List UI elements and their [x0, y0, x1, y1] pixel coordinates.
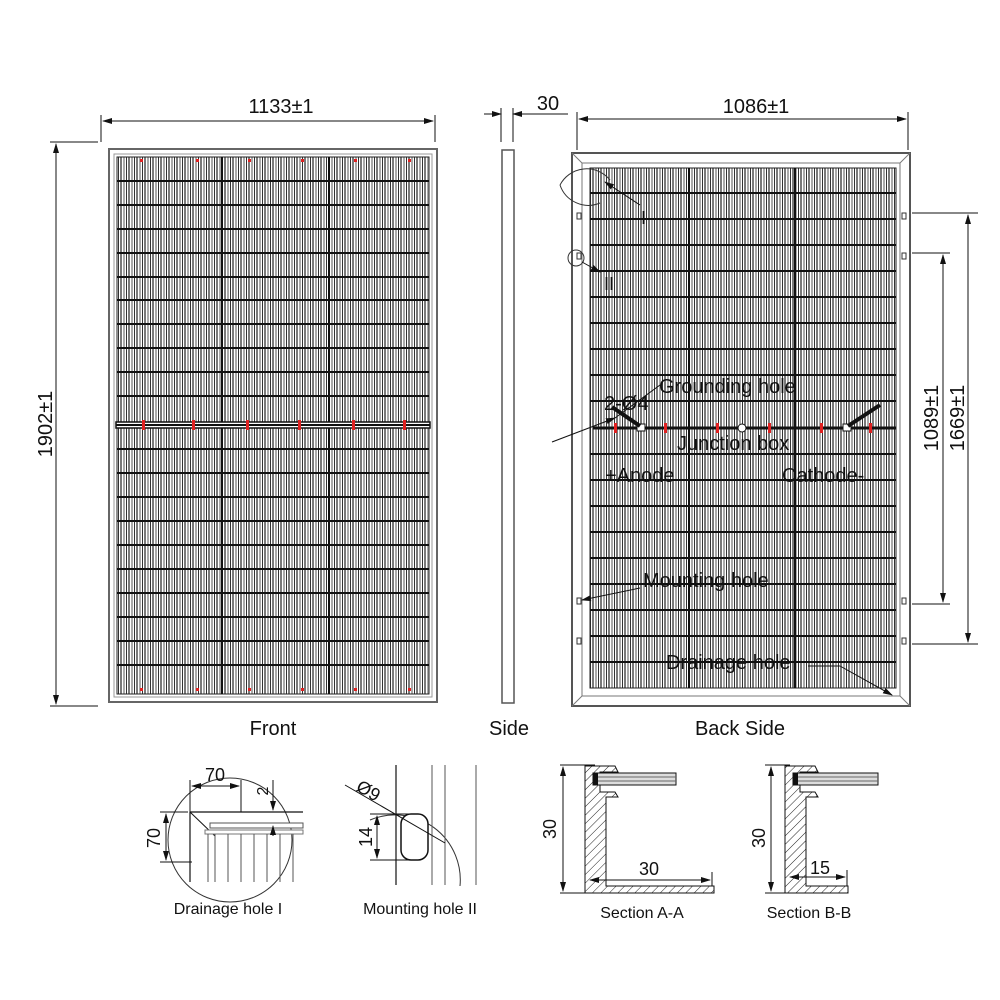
- section-aa: 30 30 Section A-A: [540, 764, 715, 922]
- section-aa-caption: Section A-A: [600, 905, 684, 922]
- front-height-dim: 1902±1: [35, 391, 57, 458]
- back-view: 1086±1: [551, 96, 978, 740]
- drainage-height-dim: 70: [144, 828, 164, 848]
- drainage-hole-label: Drainage hole: [666, 652, 791, 674]
- drainage-width-dim: 70: [205, 765, 225, 785]
- grounding-hole-label: Grounding hole: [659, 376, 796, 398]
- side-view: 30 Side: [484, 93, 568, 740]
- side-caption: Side: [489, 718, 529, 740]
- drainage-hole-caption: Drainage hole I: [174, 901, 283, 918]
- anode-label: +Anode: [605, 465, 675, 487]
- cathode-label: Cathode-: [782, 465, 864, 487]
- detail-marker-i: I: [641, 208, 646, 228]
- mounting-hole-caption: Mounting hole II: [363, 901, 477, 918]
- grounding-prefix: 2-Ø4: [604, 393, 648, 415]
- section-bb: 30 15 Section B-B: [749, 764, 879, 922]
- inner-hole-spacing-dim: 1089±1: [921, 385, 943, 452]
- detail-drainage-hole: 70 70 2 Drainage hole I: [144, 765, 304, 918]
- mounting-hole-label: Mounting hole: [643, 570, 769, 592]
- drainage-gap-dim: 2: [255, 786, 272, 795]
- outer-hole-spacing-dim: 1669±1: [947, 385, 969, 452]
- section-bb-height-dim: 30: [749, 828, 769, 848]
- detail-mounting-hole: Ø9 14 Mounting hole II: [344, 765, 477, 918]
- mounting-diameter-dim: Ø9: [353, 776, 384, 805]
- back-caption: Back Side: [695, 718, 785, 740]
- section-bb-flange-dim: 15: [810, 858, 830, 878]
- side-thickness-dim: 30: [537, 93, 559, 115]
- section-aa-height-dim: 30: [540, 819, 560, 839]
- mounting-length-dim: 14: [356, 827, 376, 847]
- front-caption: Front: [250, 718, 297, 740]
- back-width-dim: 1086±1: [723, 96, 790, 118]
- junction-box-label: Junction box: [677, 433, 789, 455]
- section-aa-flange-dim: 30: [639, 859, 659, 879]
- detail-marker-ii: II: [604, 274, 614, 294]
- front-width-dim: 1133±1: [248, 96, 313, 118]
- section-bb-caption: Section B-B: [767, 905, 851, 922]
- front-view: 1133±1 1902±1: [35, 96, 438, 740]
